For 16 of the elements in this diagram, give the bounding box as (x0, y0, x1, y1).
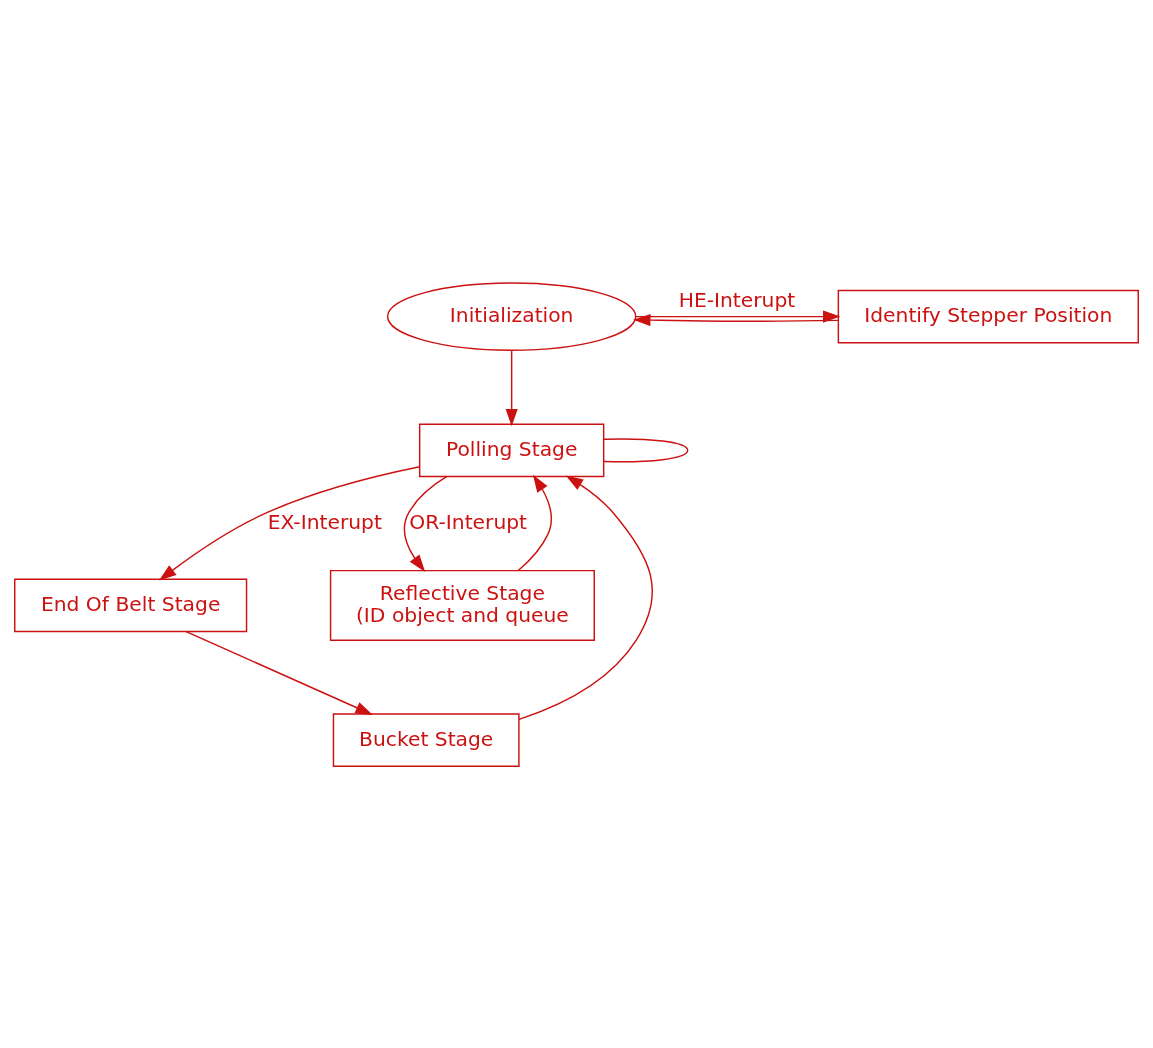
arrow (403, 475, 448, 572)
node-ellipse: Initialization (386, 281, 637, 351)
node-box: Bucket Stage (332, 712, 520, 767)
node-box: Identify Stepper Position (837, 289, 1139, 343)
connector (603, 437, 689, 462)
node-box: Polling Stage (418, 423, 605, 477)
arrow (505, 349, 518, 426)
edge-label: EX-Interupt (267, 509, 382, 534)
node-box: Reflective Stage (ID object and queue (329, 569, 595, 641)
arrow (517, 474, 553, 571)
arrow (159, 465, 421, 581)
arrow (185, 630, 373, 715)
edge-label: OR-Interupt (409, 509, 528, 534)
arrow (518, 475, 653, 720)
edge-label: HE-Interupt (678, 287, 796, 312)
node-box: End Of Belt Stage (14, 578, 248, 632)
